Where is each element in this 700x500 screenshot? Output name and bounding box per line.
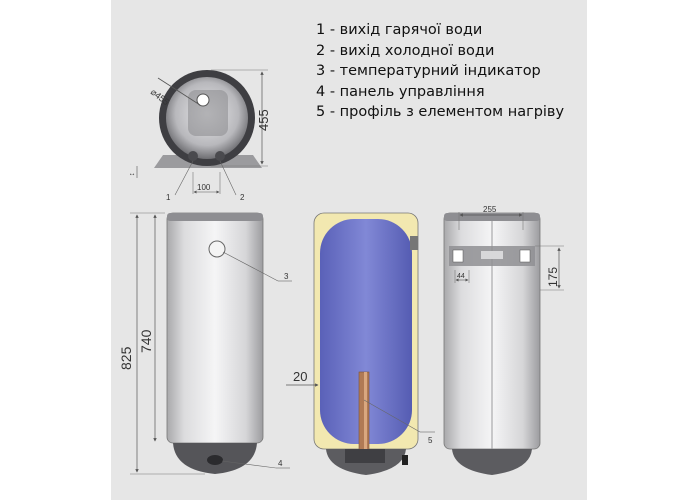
legend-item-heating-profile: 5 - профіль з елементом нагріву (316, 104, 565, 120)
callout-2-label: 2 (240, 193, 245, 202)
bracket-slot-left (452, 249, 464, 263)
bracket-gap-label: 44 (457, 273, 465, 280)
callout-2-leader (219, 160, 237, 196)
control-panel-knob (207, 455, 223, 465)
top-view: ⌀455 455 ↕ 100 1 2 (129, 69, 271, 202)
callout-5-leader (363, 399, 421, 433)
legend-item-hot-outlet: 1 - вихід гарячої води (316, 22, 483, 38)
bracket-center-plate (481, 251, 503, 259)
section-valve (402, 455, 408, 465)
callout-4-leader (221, 460, 277, 469)
back-top-cap (444, 213, 540, 221)
callout-4-label: 4 (278, 459, 283, 468)
total-height-label: 825 (118, 346, 134, 370)
bracket-width-label: 255 (483, 205, 497, 214)
element-offset-label: 20 (293, 369, 307, 384)
legend-item-control-panel: 4 - панель управління (316, 83, 485, 100)
callout-1-leader (174, 160, 194, 196)
bracket-slot-right (519, 249, 531, 263)
legend-item-cold-outlet: 2 - вихід холодної води (316, 42, 495, 59)
legend: 1 - вихід гарячої води 2 - вихід холодно… (316, 20, 564, 123)
top-depth-label: 455 (256, 109, 271, 131)
callout-5-label: 5 (428, 436, 433, 445)
side-tick-label: ↕ (129, 173, 136, 177)
bracket-height-label: 175 (546, 267, 560, 287)
body-height-label: 740 (138, 329, 154, 353)
back-view: 255 44 175 (443, 205, 564, 475)
top-view-indicator (196, 93, 210, 107)
back-bottom-cap (452, 449, 532, 475)
cold-outlet-pipe (215, 151, 225, 161)
callout-1-label: 1 (166, 193, 171, 202)
callout-3-label: 3 (284, 272, 289, 281)
diameter-leader (157, 77, 201, 106)
section-tank (320, 219, 412, 444)
section-view: 20 5 (286, 212, 435, 475)
callout-3-leader (222, 251, 279, 282)
front-view: 3 4 825 740 (118, 212, 292, 475)
hot-outlet-pipe (188, 151, 198, 161)
temp-indicator-dial (208, 240, 226, 258)
pipe-spacing-label: 100 (197, 183, 211, 192)
heating-element-highlight (364, 372, 367, 452)
legend-item-temp-indicator: 3 - температурний індикатор (316, 63, 541, 79)
front-top-cap (167, 213, 263, 221)
section-control-box (345, 449, 385, 463)
section-bracket (410, 236, 418, 250)
